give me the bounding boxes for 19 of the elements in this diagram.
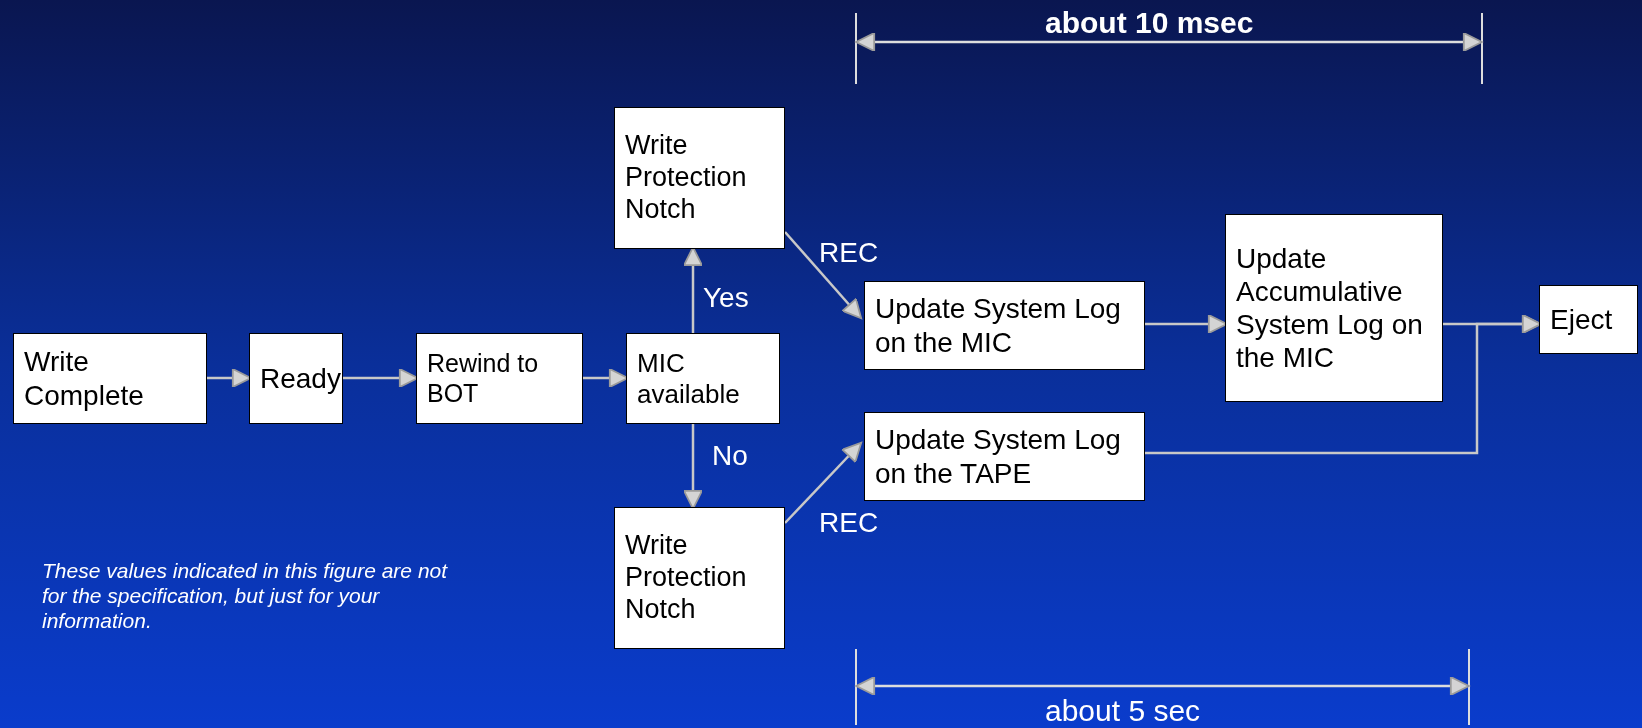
note-text: These values indicated in this figure are not for the specification, but just for your information. bbox=[42, 558, 449, 634]
arrow bbox=[784, 441, 863, 524]
process-box: Write Protection Notch bbox=[614, 507, 785, 649]
arrow bbox=[784, 231, 863, 320]
process-box: Update System Log on the MIC bbox=[864, 281, 1145, 370]
process-box: MIC available bbox=[626, 333, 780, 424]
process-box: Update Accumulative System Log on the MIC bbox=[1225, 214, 1443, 402]
edge-label: Yes bbox=[703, 282, 749, 314]
dimension-label: about 5 sec bbox=[1045, 693, 1201, 728]
edge-label: No bbox=[712, 440, 748, 472]
process-box: Write Protection Notch bbox=[614, 107, 785, 249]
edge-label: REC bbox=[819, 237, 879, 269]
edge-label: REC bbox=[819, 507, 879, 539]
process-box: Ready bbox=[249, 333, 343, 424]
process-box: Write Complete bbox=[13, 333, 207, 424]
process-box: Rewind to BOT bbox=[416, 333, 583, 424]
process-box: Eject bbox=[1539, 285, 1638, 354]
process-box: Update System Log on the TAPE bbox=[864, 412, 1145, 501]
dimension-label: about 10 msec bbox=[1045, 5, 1254, 41]
